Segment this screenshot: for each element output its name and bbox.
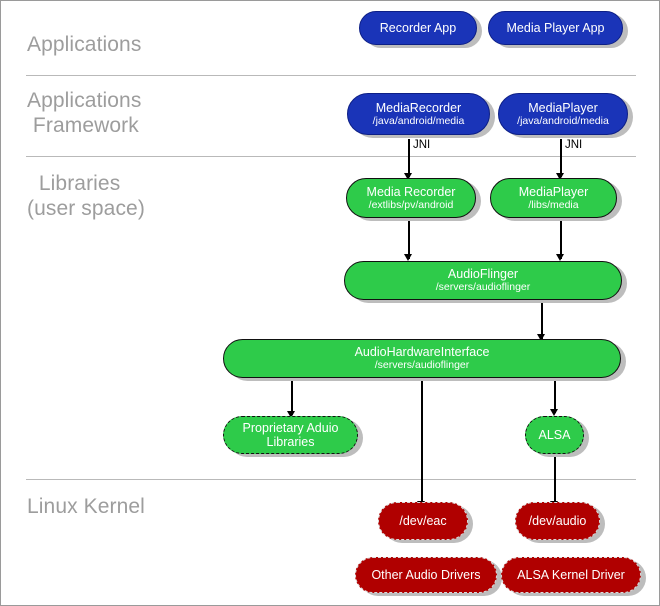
node-subtitle: /java/android/media (372, 114, 465, 127)
connector-mediaplayer-fw-to-lib (560, 139, 562, 177)
node-title: /dev/audio (528, 513, 587, 528)
arrowhead-audioflinger-left (404, 254, 412, 261)
divider-applications (26, 75, 636, 76)
node-subtitle: /java/android/media (517, 114, 609, 127)
arrowhead-alsa (550, 409, 558, 416)
node-subtitle: Libraries (266, 435, 315, 449)
node-subtitle: /servers/audioflinger (435, 281, 531, 293)
connector-mediarecorder-lib-to-audioflinger (408, 221, 410, 259)
node-recorder-app[interactable]: Recorder App (359, 11, 477, 45)
arrowhead-audioflinger-right (556, 254, 564, 261)
node-title: Recorder App (379, 20, 457, 35)
node-mediaplayer-lib[interactable]: MediaPlayer /libs/media (490, 178, 617, 218)
arrowhead-mediaplayer-lib (556, 173, 564, 180)
node-media-recorder-lib[interactable]: Media Recorder /extlibs/pv/android (346, 178, 476, 218)
connector-audioflinger-to-ahi (541, 301, 543, 339)
connector-alsa-to-dev-audio (554, 456, 556, 506)
layer-label-libraries: Libraries (user space) (27, 172, 145, 220)
connector-ahi-to-dev-eac (421, 379, 423, 506)
node-dev-eac[interactable]: /dev/eac (378, 502, 468, 540)
node-subtitle: /libs/media (528, 198, 579, 211)
node-title: Media Recorder (366, 184, 456, 199)
node-mediaplayer-framework[interactable]: MediaPlayer /java/android/media (498, 93, 628, 135)
connector-ahi-to-proprietary (291, 379, 293, 415)
node-title: AudioHardwareInterface (354, 345, 490, 359)
node-media-player-app[interactable]: Media Player App (488, 11, 623, 45)
node-audioflinger[interactable]: AudioFlinger /servers/audioflinger (344, 261, 622, 300)
node-subtitle: /servers/audioflinger (374, 359, 470, 371)
arrowhead-mediarecorder-lib (404, 173, 412, 180)
connector-mediarecorder-fw-to-lib (408, 139, 410, 177)
layer-label-applications: Applications (27, 33, 142, 56)
node-title: Media Player App (506, 20, 605, 35)
arrowhead-ahi (537, 334, 545, 341)
layer-label-applications-framework: Applications Framework (27, 89, 142, 137)
node-alsa[interactable]: ALSA (525, 416, 584, 454)
node-title: /dev/eac (399, 513, 447, 528)
node-audiohardwareinterface[interactable]: AudioHardwareInterface /servers/audiofli… (223, 339, 621, 378)
divider-kernel (26, 479, 636, 480)
connector-ahi-to-alsa (554, 379, 556, 413)
node-proprietary-audio-libs[interactable]: Proprietary Aduio Libraries (223, 416, 358, 454)
node-subtitle: /extlibs/pv/android (368, 198, 454, 211)
node-title: MediaRecorder (375, 100, 462, 115)
node-title: ALSA (538, 427, 571, 442)
node-mediarecorder-framework[interactable]: MediaRecorder /java/android/media (347, 93, 490, 135)
edge-label-jni-right: JNI (565, 139, 583, 151)
edge-label-jni-left: JNI (413, 139, 431, 151)
node-title: MediaPlayer (518, 184, 589, 199)
node-title: AudioFlinger (447, 267, 519, 281)
node-alsa-kernel-driver[interactable]: ALSA Kernel Driver (501, 557, 641, 593)
node-title: ALSA Kernel Driver (517, 567, 625, 582)
node-title: MediaPlayer (528, 100, 598, 115)
connector-mediaplayer-lib-to-audioflinger (560, 221, 562, 259)
layer-label-linux-kernel: Linux Kernel (27, 495, 145, 518)
divider-framework (26, 156, 636, 157)
node-dev-audio[interactable]: /dev/audio (515, 502, 600, 540)
arrowhead-proprietary (287, 411, 295, 418)
node-title: Other Audio Drivers (371, 567, 481, 582)
node-title: Proprietary Aduio (242, 421, 339, 435)
node-other-audio-drivers[interactable]: Other Audio Drivers (355, 557, 497, 593)
